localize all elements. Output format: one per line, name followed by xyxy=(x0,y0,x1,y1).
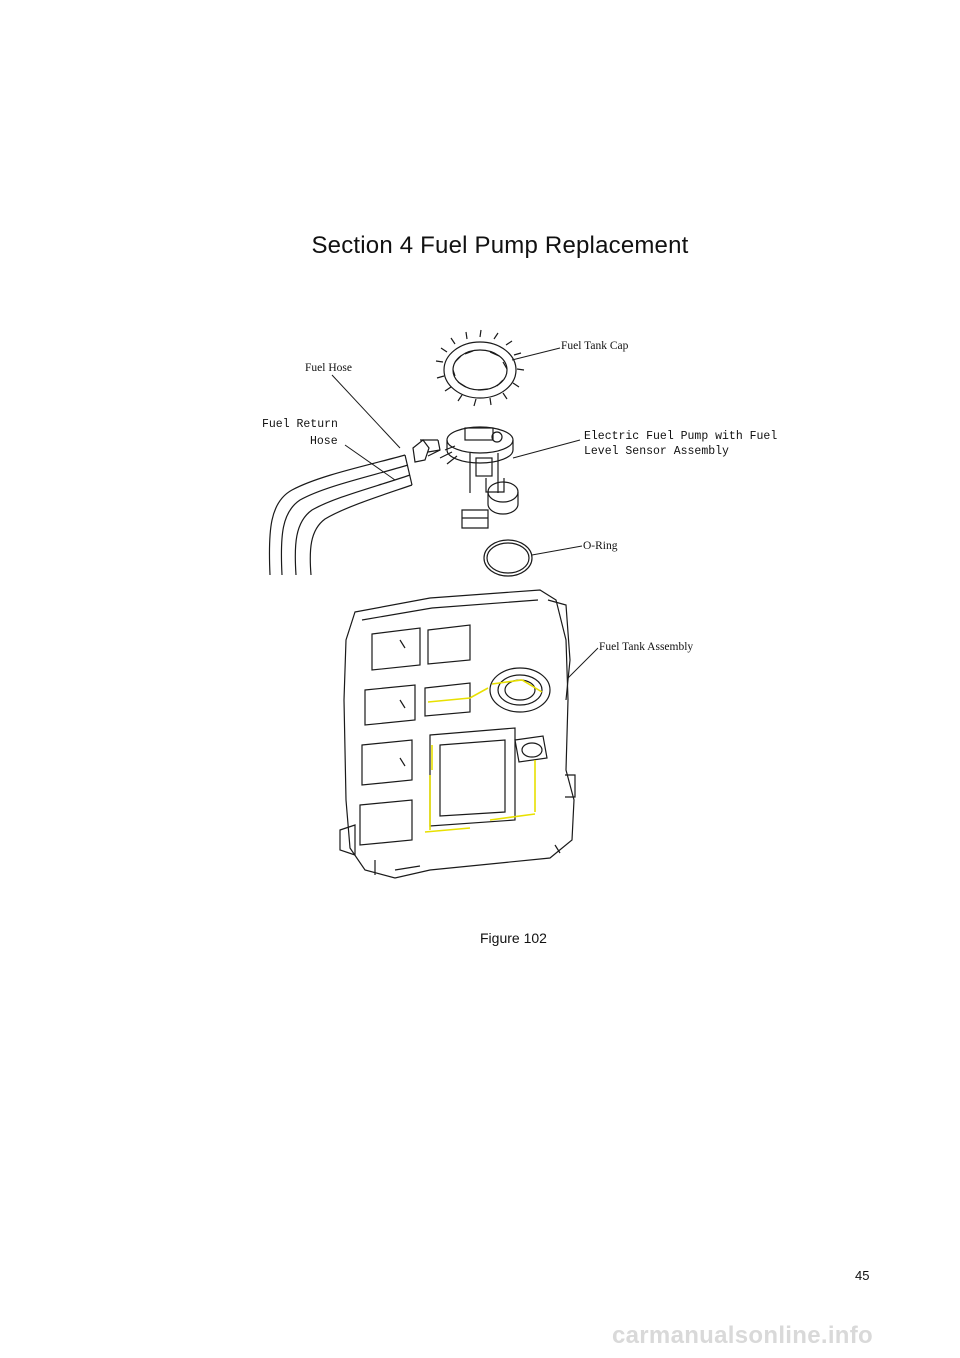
section-title: Section 4 Fuel Pump Replacement xyxy=(311,232,689,259)
leader-lines xyxy=(331,347,599,679)
label-fuel-return-hose-line1: Fuel Return xyxy=(262,418,338,431)
page-number: 45 xyxy=(855,1268,870,1283)
electric-fuel-pump-part xyxy=(439,426,519,529)
o-ring-part xyxy=(483,539,533,577)
label-o-ring: O-Ring xyxy=(583,540,618,552)
fuel-hoses-part xyxy=(268,439,441,576)
label-electric-fuel-pump-line1: Electric Fuel Pump with Fuel xyxy=(584,430,777,443)
label-fuel-tank-assembly: Fuel Tank Assembly xyxy=(599,641,693,653)
watermark: carmanualsonline.info xyxy=(612,1322,874,1349)
label-electric-fuel-pump-line2: Level Sensor Assembly xyxy=(584,445,729,458)
fuel-tank-cap-part xyxy=(435,329,525,407)
label-fuel-tank-cap: Fuel Tank Cap xyxy=(561,340,629,352)
label-fuel-hose: Fuel Hose xyxy=(305,362,352,374)
label-fuel-return-hose-line2: Hose xyxy=(310,435,338,448)
tank-highlight-marks xyxy=(424,679,543,833)
figure-caption: Figure 102 xyxy=(480,930,547,946)
fuel-tank-part xyxy=(339,589,576,879)
